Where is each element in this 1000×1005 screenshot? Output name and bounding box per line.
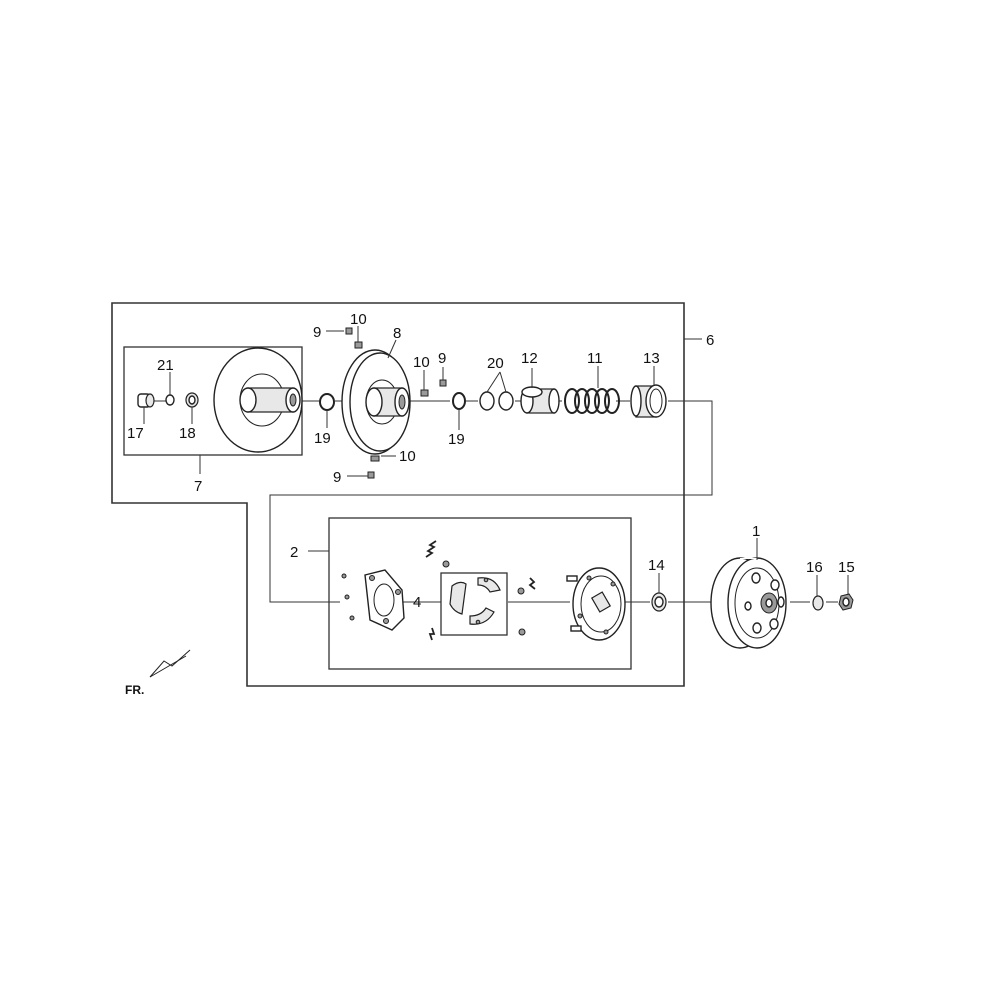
part-9-pin-mid [439,379,447,387]
clutch-bolt-3 [349,615,355,621]
callout-21: 21 [157,357,174,374]
clutch-spring-right [528,577,536,590]
callout-labels: 1 2 4 6 7 8 9 9 9 10 10 10 11 12 13 14 1… [127,311,855,611]
part-15-nut [838,593,854,611]
part-20-oring-a [479,391,495,411]
callout-10-top: 10 [350,311,367,328]
part-12-collar [520,386,560,414]
callout-19-right: 19 [448,431,465,448]
callout-9-top: 9 [313,324,321,341]
callout-15: 15 [838,559,855,576]
part-9-pin-bottom [367,471,375,479]
part-1-clutch-bell [710,557,787,649]
part-10-pin-top [354,341,363,349]
callout-16: 16 [806,559,823,576]
callout-14: 14 [648,557,665,574]
group-box-2 [328,517,632,670]
part-9-pin-top [345,327,353,335]
part-16-washer [812,595,824,611]
clutch-pin-2 [517,587,525,595]
callout-11: 11 [587,350,603,367]
callout-10-mid: 10 [413,354,430,371]
clutch-spring-top [425,540,437,558]
callout-13: 13 [643,350,660,367]
callout-17: 17 [127,425,144,442]
clutch-pin-3 [518,628,526,636]
group-box-4 [440,572,508,636]
clutch-bolt-1 [341,573,347,579]
part-10-pin-bottom [370,455,380,462]
front-direction-arrow-icon [149,649,191,678]
clutch-drive-plate [566,567,626,641]
callout-20: 20 [487,355,504,372]
part-4-clutch-shoes [449,577,501,625]
callout-8: 8 [393,325,401,342]
part-10-pin-mid [420,389,429,397]
part-11-spring [564,388,620,414]
part-17-bushing [137,393,155,408]
callout-2: 2 [290,544,298,561]
callout-9-mid: 9 [438,350,446,367]
clutch-spring-bottom [428,627,436,641]
part-19-oring-left [319,393,335,411]
callout-9-bottom: 9 [333,469,341,486]
callout-19-left: 19 [314,430,331,447]
callout-7: 7 [194,478,202,495]
clutch-pin-1 [442,560,450,568]
orientation-label: FR. [125,683,144,697]
clutch-bolt-2 [344,594,350,600]
part-20-oring-b [498,391,514,411]
part-7-drive-face [213,347,303,453]
callout-6: 6 [706,332,714,349]
part-14-seal [651,592,667,612]
callout-leaders [143,326,849,603]
part-2-clutch-plate [364,569,405,631]
part-21-oring [165,394,175,406]
callout-1: 1 [752,523,760,540]
callout-12: 12 [521,350,538,367]
part-19-oring-right [452,392,466,410]
callout-10-bottom: 10 [399,448,416,465]
part-8-driven-face [341,349,411,455]
part-18-bearing [185,392,199,408]
assembly-frame-6 [111,302,685,687]
callout-18: 18 [179,425,196,442]
callout-4: 4 [413,594,421,611]
part-13-spring-seat [630,384,667,418]
